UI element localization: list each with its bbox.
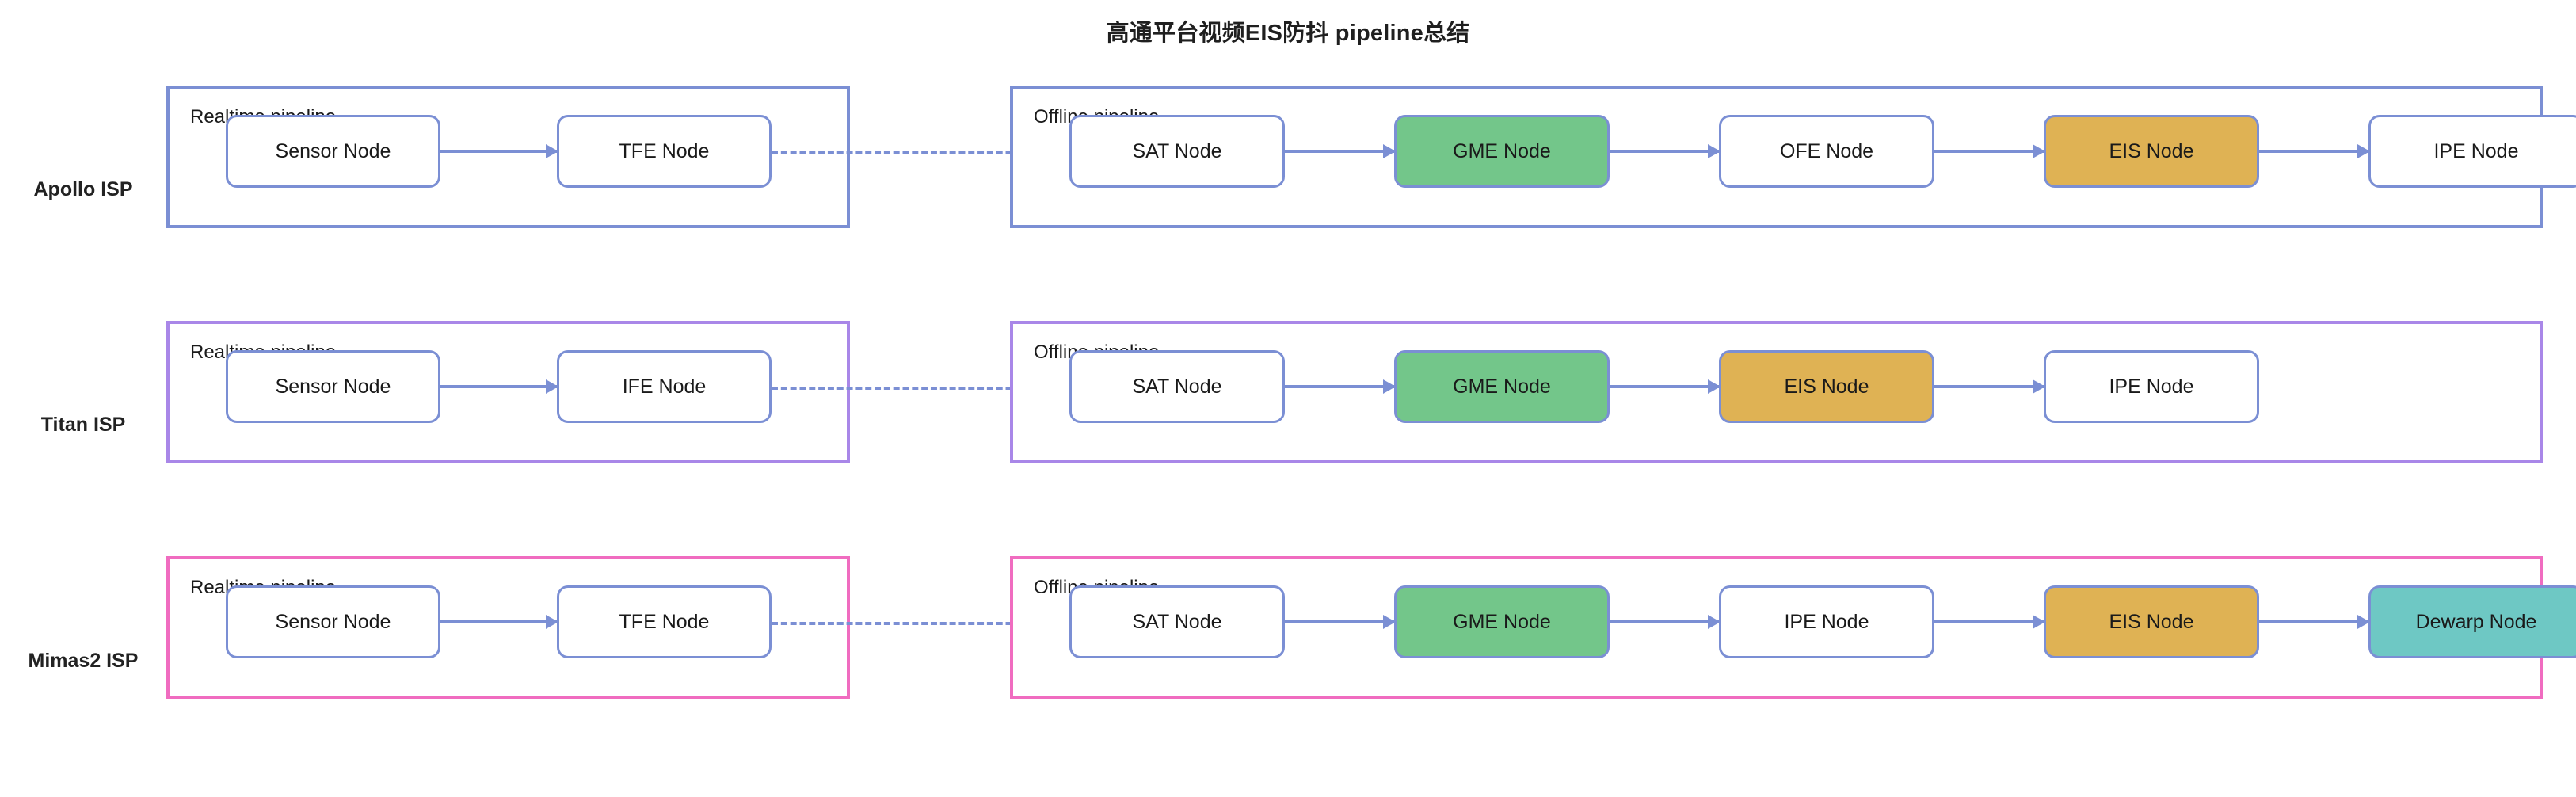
arrow-off-3-3: [1934, 620, 2044, 623]
node-rt-1-2[interactable]: TFE Node: [557, 115, 772, 188]
arrow-off-1-4: [2259, 150, 2368, 153]
arrow-rt-1-1: [440, 150, 557, 153]
node-off-1-2[interactable]: GME Node: [1394, 115, 1610, 188]
node-label: GME Node: [1453, 139, 1551, 162]
node-rt-3-2[interactable]: TFE Node: [557, 585, 772, 658]
node-label: IFE Node: [622, 375, 707, 398]
row-label-2: Titan ISP: [40, 414, 126, 436]
node-label: Sensor Node: [275, 610, 391, 633]
node-off-3-3[interactable]: IPE Node: [1719, 585, 1934, 658]
node-off-3-5[interactable]: Dewarp Node: [2368, 585, 2576, 658]
arrow-off-2-1: [1285, 385, 1394, 388]
arrow-off-3-1: [1285, 620, 1394, 623]
node-label: EIS Node: [1784, 375, 1869, 398]
node-label: IPE Node: [1784, 610, 1869, 633]
node-label: IPE Node: [2109, 375, 2194, 398]
node-label: SAT Node: [1132, 375, 1222, 398]
node-off-3-4[interactable]: EIS Node: [2044, 585, 2259, 658]
row-label-3: Mimas2 ISP: [28, 650, 139, 672]
node-rt-2-1[interactable]: Sensor Node: [226, 350, 440, 423]
node-label: IPE Node: [2433, 139, 2519, 162]
node-off-1-4[interactable]: EIS Node: [2044, 115, 2259, 188]
node-rt-1-1[interactable]: Sensor Node: [226, 115, 440, 188]
node-off-1-3[interactable]: OFE Node: [1719, 115, 1934, 188]
node-off-3-2[interactable]: GME Node: [1394, 585, 1610, 658]
node-label: EIS Node: [2109, 610, 2194, 633]
node-label: EIS Node: [2109, 139, 2194, 162]
node-label: Dewarp Node: [2415, 610, 2537, 633]
node-label: GME Node: [1453, 610, 1551, 633]
dashed-connector-3: [772, 622, 1040, 625]
dashed-connector-2: [772, 387, 1040, 390]
node-off-2-4[interactable]: IPE Node: [2044, 350, 2259, 423]
arrow-off-1-2: [1610, 150, 1719, 153]
node-off-1-5[interactable]: IPE Node: [2368, 115, 2576, 188]
arrow-off-2-2: [1610, 385, 1719, 388]
node-label: TFE Node: [619, 139, 710, 162]
node-off-2-2[interactable]: GME Node: [1394, 350, 1610, 423]
node-rt-3-1[interactable]: Sensor Node: [226, 585, 440, 658]
arrow-rt-2-1: [440, 385, 557, 388]
node-label: Sensor Node: [275, 375, 391, 398]
node-off-1-1[interactable]: SAT Node: [1069, 115, 1285, 188]
page-title: 高通平台视频EIS防抖 pipeline总结: [1106, 21, 1470, 46]
arrow-off-3-4: [2259, 620, 2368, 623]
node-rt-2-2[interactable]: IFE Node: [557, 350, 772, 423]
arrow-off-3-2: [1610, 620, 1719, 623]
node-label: Sensor Node: [275, 139, 391, 162]
node-off-2-1[interactable]: SAT Node: [1069, 350, 1285, 423]
row-label-1: Apollo ISP: [33, 178, 133, 200]
node-label: SAT Node: [1132, 139, 1222, 162]
node-label: SAT Node: [1132, 610, 1222, 633]
node-label: GME Node: [1453, 375, 1551, 398]
arrow-rt-3-1: [440, 620, 557, 623]
arrow-off-1-3: [1934, 150, 2044, 153]
arrow-off-2-3: [1934, 385, 2044, 388]
node-off-2-3[interactable]: EIS Node: [1719, 350, 1934, 423]
dashed-connector-1: [772, 151, 1040, 154]
node-off-3-1[interactable]: SAT Node: [1069, 585, 1285, 658]
node-label: TFE Node: [619, 610, 710, 633]
arrow-off-1-1: [1285, 150, 1394, 153]
node-label: OFE Node: [1779, 139, 1874, 162]
